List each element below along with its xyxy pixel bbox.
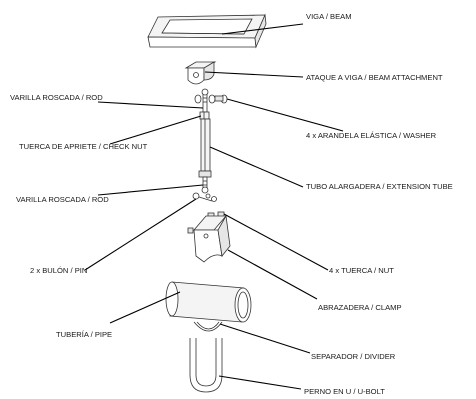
label-washer: 4 x ARANDELA ELÁSTICA / WASHER (306, 131, 437, 140)
rod-top-leader (97, 101, 204, 109)
top-rod-part (201, 88, 209, 113)
label-pin: 2 x BULÓN / PIN (30, 266, 87, 275)
label-u-bolt: PERNO EN U / U-BOLT (304, 387, 385, 396)
pin-part (192, 192, 217, 202)
u-bolt-part (189, 338, 223, 393)
label-clamp: ABRAZADERA / CLAMP (318, 303, 402, 312)
beam-attachment-leader (204, 71, 304, 78)
label-beam: VIGA / BEAM (306, 12, 352, 21)
extension-tube-leader (209, 146, 304, 188)
label-rod-bottom: VARILLA ROSCADA / ROD (16, 195, 109, 204)
divider-part (193, 321, 223, 332)
beam-leader (221, 23, 304, 35)
divider-leader (219, 323, 311, 354)
label-divider: SEPARADOR / DIVIDER (311, 352, 396, 361)
beam-part (147, 13, 267, 49)
washer-part (194, 94, 228, 104)
nut-leader (223, 213, 329, 271)
label-check-nut: TUERCA DE APRIETE / CHECK NUT (19, 142, 148, 151)
bottom-rod-part (201, 176, 209, 194)
clamp-part (193, 214, 231, 263)
extension-tube-part (198, 118, 212, 178)
label-beam-attachment: ATAQUE A VIGA / BEAM ATTACHMENT (306, 73, 443, 82)
label-nut: 4 x TUERCA / NUT (329, 266, 394, 275)
u-bolt-leader (218, 375, 302, 390)
label-rod-top: VARILLA ROSCADA / ROD (10, 93, 103, 102)
pipe-part (165, 281, 252, 323)
check-nut-part (199, 111, 210, 120)
pin-leader (84, 198, 197, 271)
rod-bottom-leader (97, 184, 204, 196)
clamp-leader (227, 249, 318, 300)
check-nut-leader (109, 115, 202, 145)
label-pipe: TUBERÍA / PIPE (56, 330, 112, 339)
label-extension-tube: TUBO ALARGADERA / EXTENSION TUBE (306, 182, 453, 191)
beam-attachment-part (184, 61, 217, 85)
washer-leader (226, 98, 344, 132)
pipe-leader (109, 291, 181, 324)
